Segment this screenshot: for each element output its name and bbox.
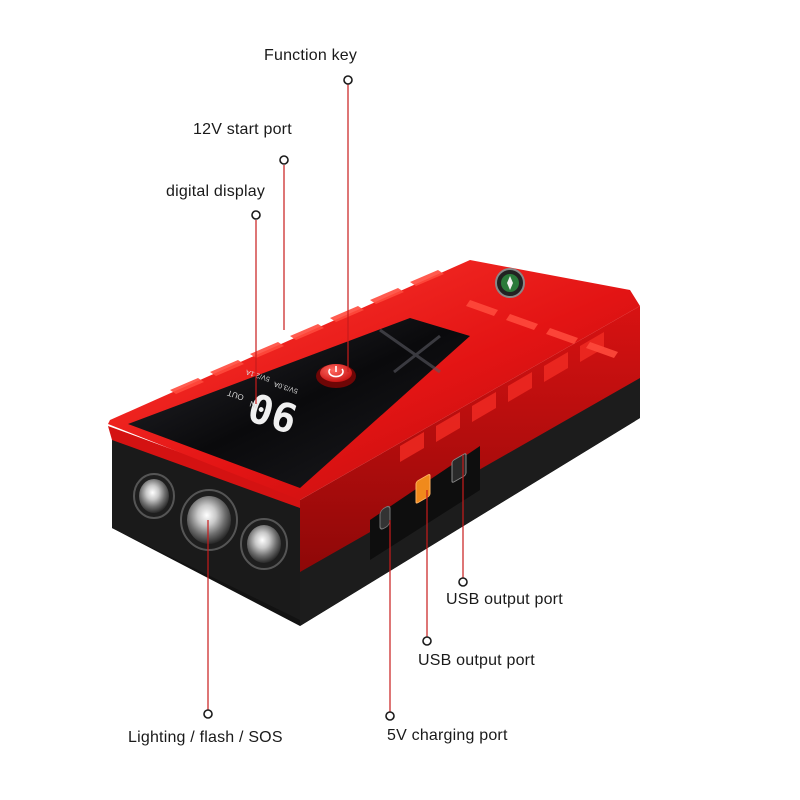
dot-lighting xyxy=(203,709,213,719)
screen-reflection xyxy=(379,328,441,374)
callout-dots xyxy=(203,75,468,721)
label-lighting: Lighting / flash / SOS xyxy=(128,729,283,746)
dot-function-key xyxy=(343,75,353,85)
label-function-key: Function key xyxy=(264,47,358,64)
led-large-center xyxy=(187,496,231,544)
dot-start-port xyxy=(279,155,289,165)
label-start-port: 12V start port xyxy=(193,121,292,138)
lighting-leds xyxy=(133,473,288,570)
led-small-left xyxy=(139,479,169,513)
power-icon xyxy=(328,368,344,378)
black-base-side xyxy=(300,372,640,626)
dot-digital-display xyxy=(251,210,261,220)
front-red-lip xyxy=(108,426,300,508)
dot-usb-output-2 xyxy=(422,636,432,646)
label-charging-port: 5V charging port xyxy=(387,727,508,744)
function-key-button[interactable] xyxy=(316,364,356,388)
top-ribs xyxy=(170,270,618,394)
leader-lines xyxy=(207,84,464,712)
side-ribs xyxy=(400,332,604,462)
dot-charging-port xyxy=(385,711,395,721)
digital-display-panel xyxy=(128,318,470,488)
compass-icon xyxy=(495,268,525,298)
label-usb-output-1: USB output port xyxy=(446,591,563,608)
display-in-label: IN xyxy=(248,399,259,410)
charging-port-5v[interactable] xyxy=(379,505,391,531)
led-small-right xyxy=(247,525,281,563)
label-usb-output-2: USB output port xyxy=(418,652,535,669)
label-digital-display: digital display xyxy=(166,183,266,200)
dot-usb-output-1 xyxy=(458,577,468,587)
